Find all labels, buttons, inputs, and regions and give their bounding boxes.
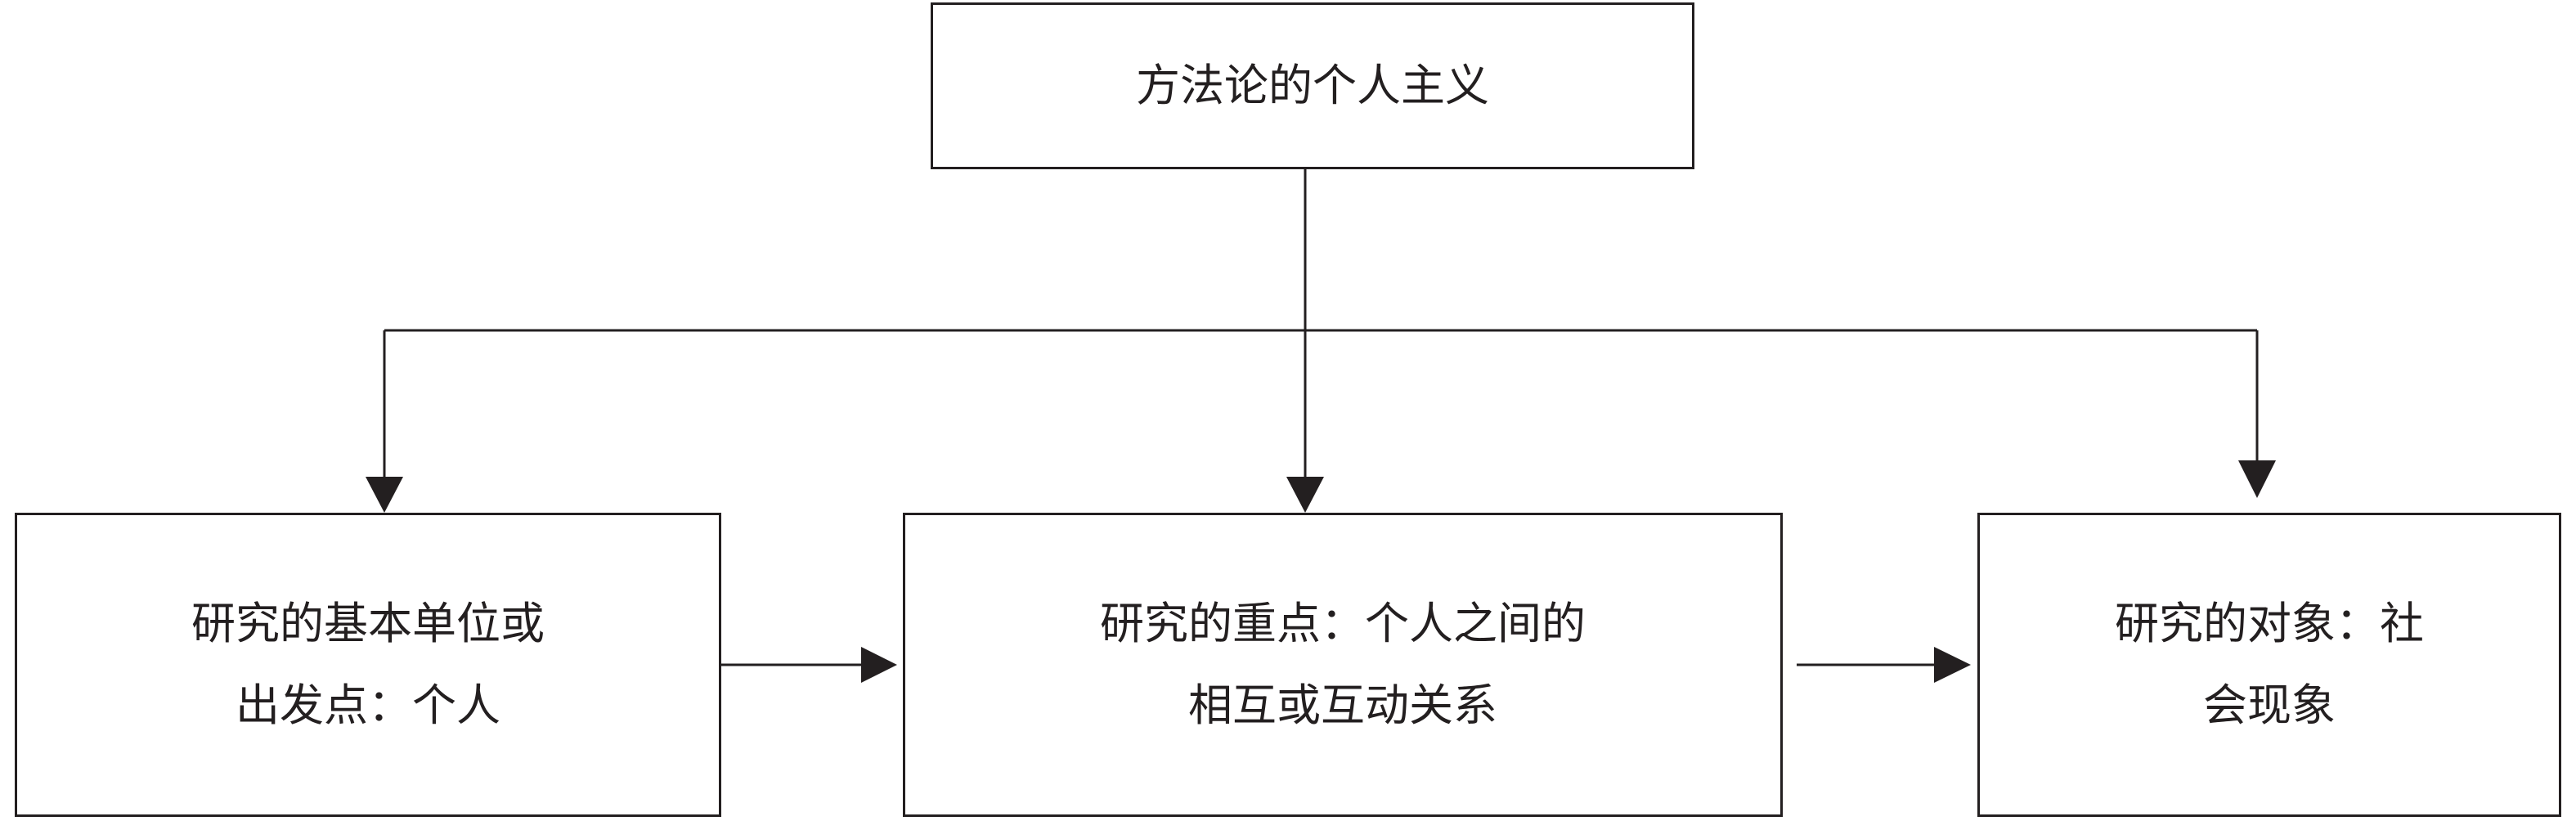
arrow-right-to-right <box>1934 647 1971 683</box>
child-box-research-focus-line-2: 相互或互动关系 <box>1188 680 1497 731</box>
child-box-research-object-line-2: 会现象 <box>2203 680 2336 731</box>
child-box-research-focus: 研究的重点：个人之间的 相互或互动关系 <box>903 513 1783 817</box>
arrow-down-right <box>2238 460 2276 498</box>
root-concept-label: 方法论的个人主义 <box>1136 60 1489 111</box>
child-box-research-focus-line-1: 研究的重点：个人之间的 <box>1100 598 1586 649</box>
root-concept-box: 方法论的个人主义 <box>931 2 1694 169</box>
arrow-down-left <box>366 477 403 513</box>
child-box-research-object-line-1: 研究的对象：社 <box>2115 598 2424 649</box>
child-box-basic-unit-line-2: 出发点：个人 <box>236 680 500 731</box>
arrow-down-middle <box>1286 477 1324 513</box>
arrow-right-to-middle <box>861 647 897 683</box>
child-box-basic-unit: 研究的基本单位或 出发点：个人 <box>15 513 721 817</box>
child-box-basic-unit-line-1: 研究的基本单位或 <box>191 598 545 649</box>
child-box-research-object: 研究的对象：社 会现象 <box>1977 513 2561 817</box>
